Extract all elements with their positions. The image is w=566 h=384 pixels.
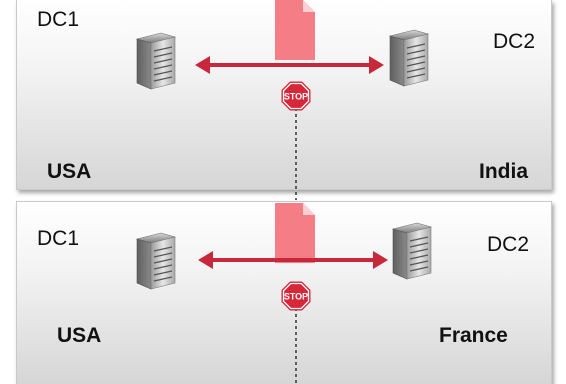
left-datacenter-label: DC1 (37, 8, 80, 31)
left-datacenter-label: DC1 (37, 227, 80, 250)
server-icon (136, 232, 176, 290)
left-country-label: USA (57, 324, 102, 347)
right-datacenter-label: DC2 (493, 30, 536, 53)
right-datacenter-label: DC2 (487, 233, 530, 256)
document-icon (275, 203, 315, 263)
stop-sign-icon: STOP (280, 80, 312, 112)
left-country-label: USA (47, 160, 92, 183)
server-icon (392, 222, 432, 280)
server-icon (389, 29, 429, 87)
bidirectional-arrow (198, 251, 388, 269)
stop-sign-text: STOP (284, 292, 308, 302)
document-icon (275, 0, 315, 60)
server-icon (136, 32, 176, 90)
right-country-label: France (439, 324, 508, 347)
right-country-label: India (479, 160, 529, 183)
stop-sign-text: STOP (284, 92, 308, 102)
bidirectional-arrow (195, 56, 384, 74)
stop-sign-icon: STOP (280, 280, 312, 312)
